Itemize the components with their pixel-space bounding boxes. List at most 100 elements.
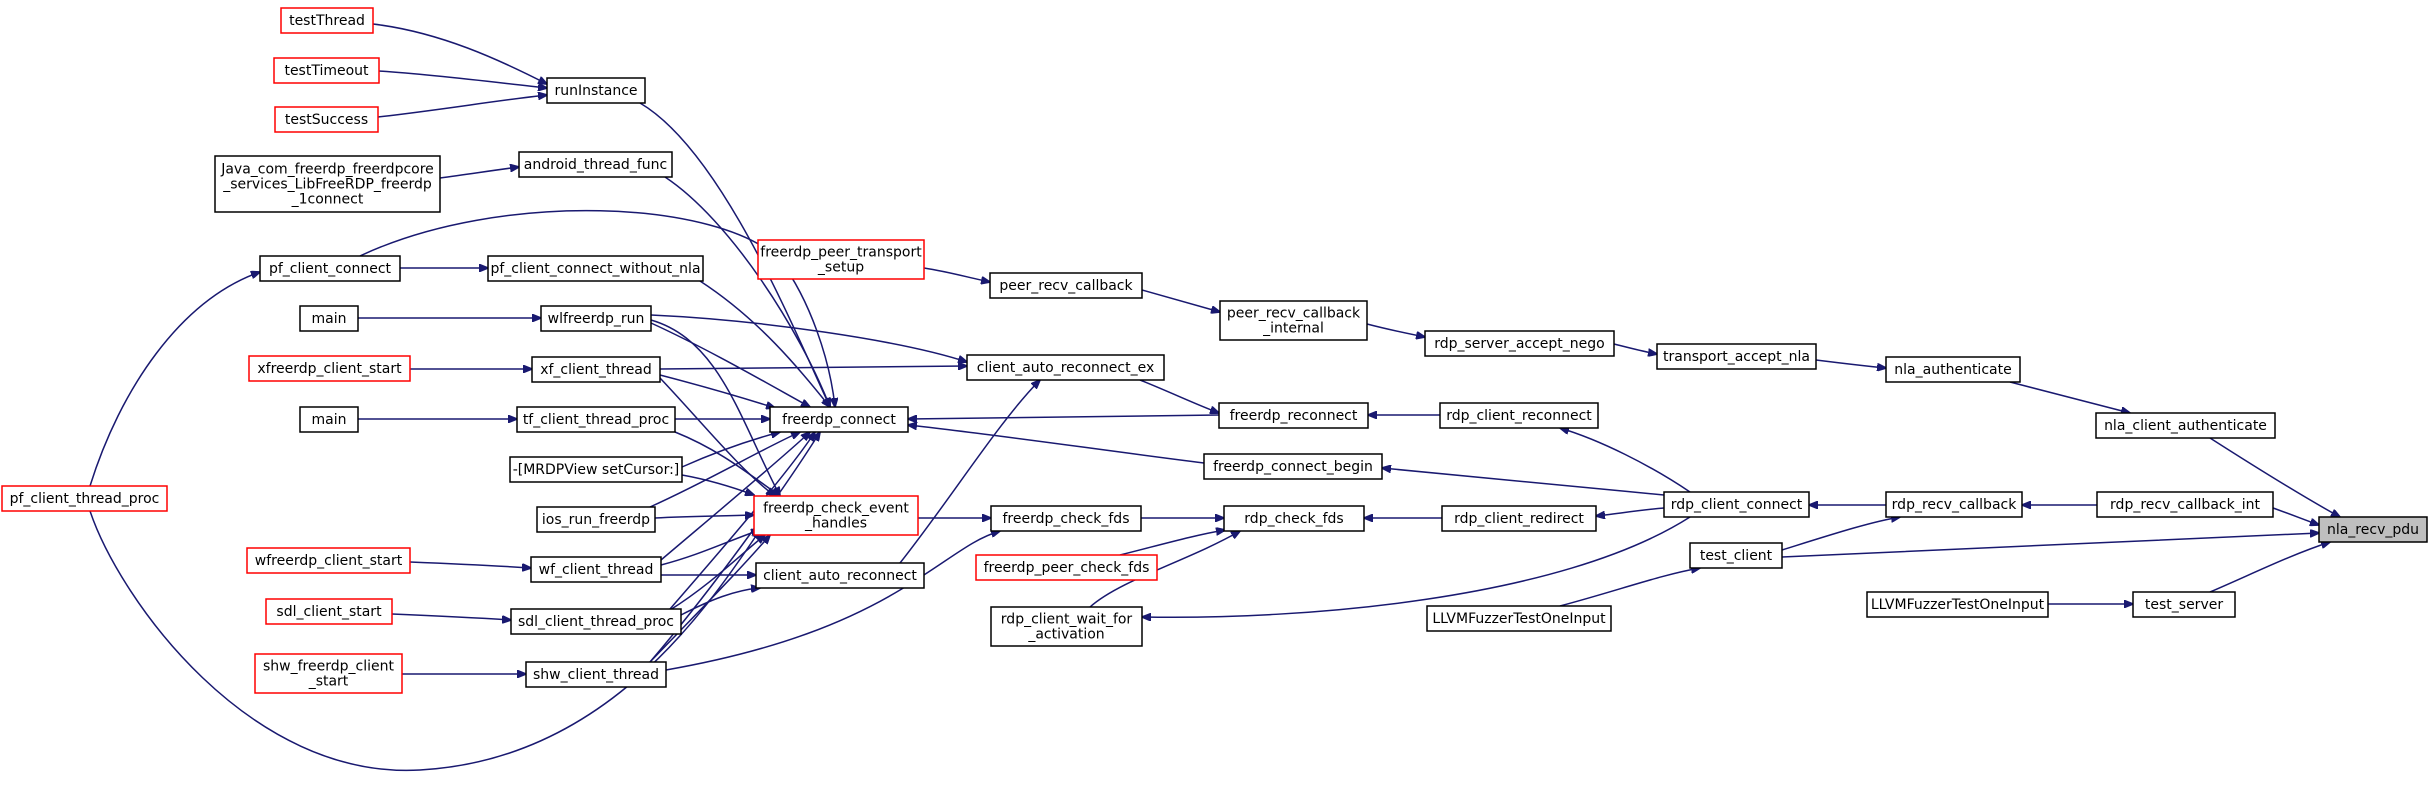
edge-wfreerdp_client_start-to-wf_client_thread: [409, 561, 531, 568]
node-freerdp-check-event-handles[interactable]: freerdp_check_event_handles: [753, 495, 919, 536]
node-sdl-client-start[interactable]: sdl_client_start: [265, 598, 393, 625]
node-peer-recv-callback-internal[interactable]: peer_recv_callback_internal: [1219, 300, 1368, 341]
node-client-auto-reconnect[interactable]: client_auto_reconnect: [755, 562, 925, 589]
node-main2[interactable]: main: [299, 406, 359, 433]
node-llvm2[interactable]: LLVMFuzzerTestOneInput: [1866, 591, 2049, 618]
node-label: wf_client_thread: [539, 562, 654, 578]
node-llvm1[interactable]: LLVMFuzzerTestOneInput: [1426, 605, 1612, 632]
node-java-com[interactable]: Java_com_freerdp_freerdpcore_services_Li…: [214, 155, 441, 213]
node-nla-client-authenticate[interactable]: nla_client_authenticate: [2095, 412, 2276, 439]
node-rdp-client-connect[interactable]: rdp_client_connect: [1663, 491, 1810, 518]
node-label: _setup: [817, 260, 864, 276]
node-mrdpview[interactable]: -[MRDPView setCursor:]: [509, 456, 683, 483]
node-freerdp-connect-begin[interactable]: freerdp_connect_begin: [1203, 453, 1383, 480]
edge-freerdp_reconnect-to-freerdp_connect: [908, 414, 1220, 419]
node-testSuccess[interactable]: testSuccess: [274, 106, 379, 133]
node-box: [1689, 542, 1783, 569]
node-pf-client-connect-without-nla[interactable]: pf_client_connect_without_nla: [487, 255, 704, 282]
node-sdl-client-thread-proc[interactable]: sdl_client_thread_proc: [510, 608, 682, 635]
edge-layer: [89, 23, 2340, 771]
node-ios-run-freerdp[interactable]: ios_run_freerdp: [536, 506, 656, 533]
node-peer-recv-callback[interactable]: peer_recv_callback: [989, 272, 1143, 299]
node-label: shw_client_thread: [533, 667, 659, 683]
node-client-auto-reconnect-ex[interactable]: client_auto_reconnect_ex: [966, 354, 1165, 381]
node-rdp-client-wait-for-activation[interactable]: rdp_client_wait_for_activation: [990, 606, 1143, 647]
edge-shw_client_thread-to-freerdp_check_event_handles: [649, 535, 770, 663]
node-shw-freerdp-client-start[interactable]: shw_freerdp_client_start: [254, 653, 403, 694]
node-box: [248, 355, 411, 382]
node-rdp-client-redirect[interactable]: rdp_client_redirect: [1441, 505, 1597, 532]
node-label: main: [312, 311, 347, 327]
node-label: shw_freerdp_client: [263, 659, 394, 675]
node-box: [2132, 591, 2236, 618]
node-label: _internal: [1262, 321, 1324, 337]
node-android-thread-func[interactable]: android_thread_func: [518, 151, 673, 178]
node-pf-client-thread-proc[interactable]: pf_client_thread_proc: [1, 485, 168, 512]
node-box: [273, 57, 380, 84]
edge-test_server-to-nla_recv_pdu: [2209, 542, 2330, 593]
node-label: testThread: [289, 13, 365, 29]
edge-client_auto_reconnect_ex-to-freerdp_reconnect: [1139, 379, 1219, 413]
edge-pf_client_connect_without_nla-to-freerdp_connect: [699, 280, 830, 407]
node-main1[interactable]: main: [299, 305, 359, 332]
node-freerdp-check-fds[interactable]: freerdp_check_fds: [990, 505, 1142, 532]
node-label: freerdp_check_event: [763, 501, 909, 517]
node-rdp-server-accept-nego[interactable]: rdp_server_accept_nego: [1424, 330, 1615, 357]
edge-llvm1-to-test_client: [1559, 568, 1700, 607]
node-box: [259, 255, 401, 282]
edge-testTimeout-to-runInstance: [378, 70, 547, 88]
node-box: [1885, 491, 2023, 518]
node-tf-client-thread-proc[interactable]: tf_client_thread_proc: [516, 406, 676, 433]
node-label: ios_run_freerdp: [542, 512, 650, 528]
node-label: freerdp_connect: [782, 412, 896, 428]
node-label: nla_authenticate: [1894, 362, 2011, 378]
node-shw-client-thread[interactable]: shw_client_thread: [525, 661, 667, 688]
node-wlfreerdp-run[interactable]: wlfreerdp_run: [540, 305, 652, 332]
edge-sdl_client_start-to-sdl_client_thread_proc: [391, 613, 511, 620]
node-box: [214, 155, 441, 213]
edge-peer_recv_callback_internal-to-rdp_server_accept_nego: [1366, 323, 1425, 337]
node-box: [1663, 491, 1810, 518]
edge-shw_client_thread-to-freerdp_check_fds: [665, 531, 1000, 671]
node-box: [1218, 402, 1369, 429]
node-wf-client-thread[interactable]: wf_client_thread: [530, 556, 662, 583]
edge-ios_run_freerdp-to-freerdp_connect: [649, 432, 800, 508]
node-box: [1223, 505, 1365, 532]
node-transport-accept-nla[interactable]: transport_accept_nla: [1656, 343, 1817, 370]
edge-rdp_client_connect-to-rdp_client_reconnect: [1560, 428, 1691, 493]
node-box: [1866, 591, 2049, 618]
node-test-server[interactable]: test_server: [2132, 591, 2236, 618]
node-label: android_thread_func: [524, 157, 667, 173]
edge-wf_client_thread-to-freerdp_connect: [660, 432, 810, 561]
node-label: runInstance: [554, 83, 637, 99]
node-label: freerdp_reconnect: [1230, 408, 1358, 424]
node-freerdp-peer-transport-setup[interactable]: freerdp_peer_transport_setup: [757, 239, 925, 280]
node-box: [299, 305, 359, 332]
node-label: peer_recv_callback: [1227, 306, 1361, 322]
node-runInstance[interactable]: runInstance: [546, 77, 646, 104]
node-label: freerdp_check_fds: [1003, 511, 1130, 527]
node-wfreerdp-client-start[interactable]: wfreerdp_client_start: [246, 547, 411, 574]
node-box: [966, 354, 1165, 381]
node-pf-client-connect[interactable]: pf_client_connect: [259, 255, 401, 282]
node-box: [1426, 605, 1612, 632]
node-testThread[interactable]: testThread: [280, 7, 374, 34]
node-rdp-recv-callback[interactable]: rdp_recv_callback: [1885, 491, 2023, 518]
node-xfreerdp-client-start[interactable]: xfreerdp_client_start: [248, 355, 411, 382]
node-box: [510, 608, 682, 635]
node-nla-recv-pdu[interactable]: nla_recv_pdu: [2318, 516, 2428, 543]
node-rdp-client-reconnect[interactable]: rdp_client_reconnect: [1439, 402, 1599, 429]
node-rdp-check-fds[interactable]: rdp_check_fds: [1223, 505, 1365, 532]
edge-rdp_client_connect-to-freerdp_connect_begin: [1382, 468, 1665, 496]
node-label: test_client: [1700, 548, 1773, 564]
node-rdp-recv-callback-int[interactable]: rdp_recv_callback_int: [2096, 491, 2274, 518]
edge-freerdp_peer_check_fds-to-rdp_check_fds: [1119, 530, 1225, 556]
node-testTimeout[interactable]: testTimeout: [273, 57, 380, 84]
node-freerdp-connect[interactable]: freerdp_connect: [769, 406, 909, 433]
node-test-client[interactable]: test_client: [1689, 542, 1783, 569]
node-xf-client-thread[interactable]: xf_client_thread: [531, 356, 661, 383]
node-box: [487, 255, 704, 282]
node-freerdp-reconnect[interactable]: freerdp_reconnect: [1218, 402, 1369, 429]
node-freerdp-peer-check-fds[interactable]: freerdp_peer_check_fds: [975, 554, 1158, 581]
node-nla-authenticate[interactable]: nla_authenticate: [1885, 356, 2021, 383]
